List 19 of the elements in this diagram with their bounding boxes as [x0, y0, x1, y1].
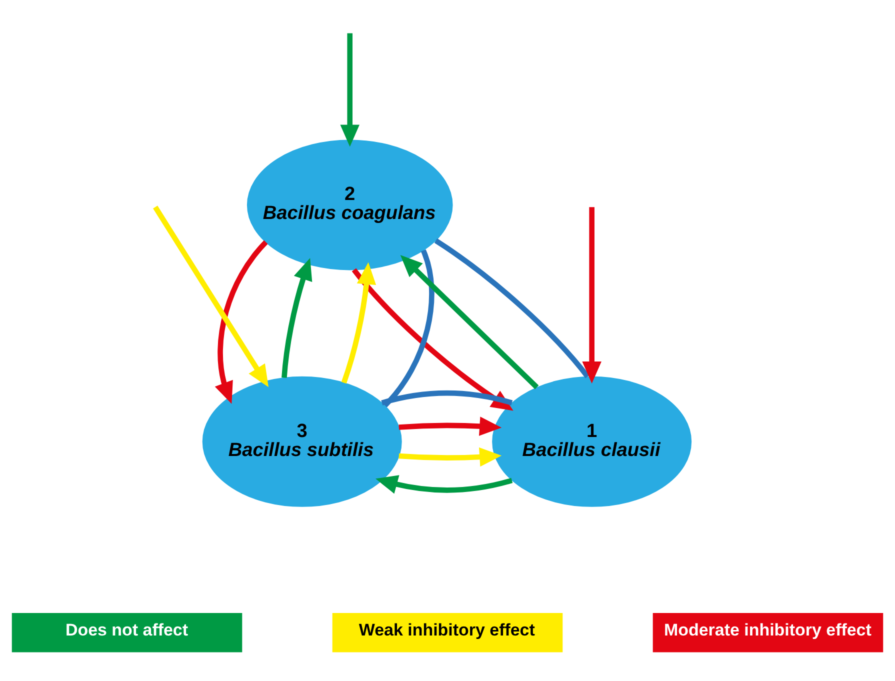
arrow: [582, 207, 602, 384]
arrow: [398, 416, 502, 436]
arrow: [400, 254, 539, 390]
node-ellipse: 3 Bacillus subtilis: [202, 376, 402, 507]
connector: [381, 390, 513, 406]
arrow: [398, 447, 502, 467]
legend-label: Does not affect: [65, 620, 188, 640]
legend-label: Weak inhibitory effect: [358, 620, 535, 640]
arrow: [341, 262, 376, 384]
arrow: [282, 258, 312, 378]
connector: [434, 238, 590, 378]
node-ellipse: 2 Bacillus coagulans: [246, 140, 453, 270]
arrow: [153, 206, 269, 388]
legend-label: Moderate inhibitory effect: [664, 620, 872, 640]
connector: [383, 250, 434, 408]
arrow: [376, 475, 513, 494]
arrow: [214, 240, 268, 404]
node-ellipse: 1 Bacillus clausii: [492, 376, 692, 507]
arrow: [340, 33, 360, 147]
